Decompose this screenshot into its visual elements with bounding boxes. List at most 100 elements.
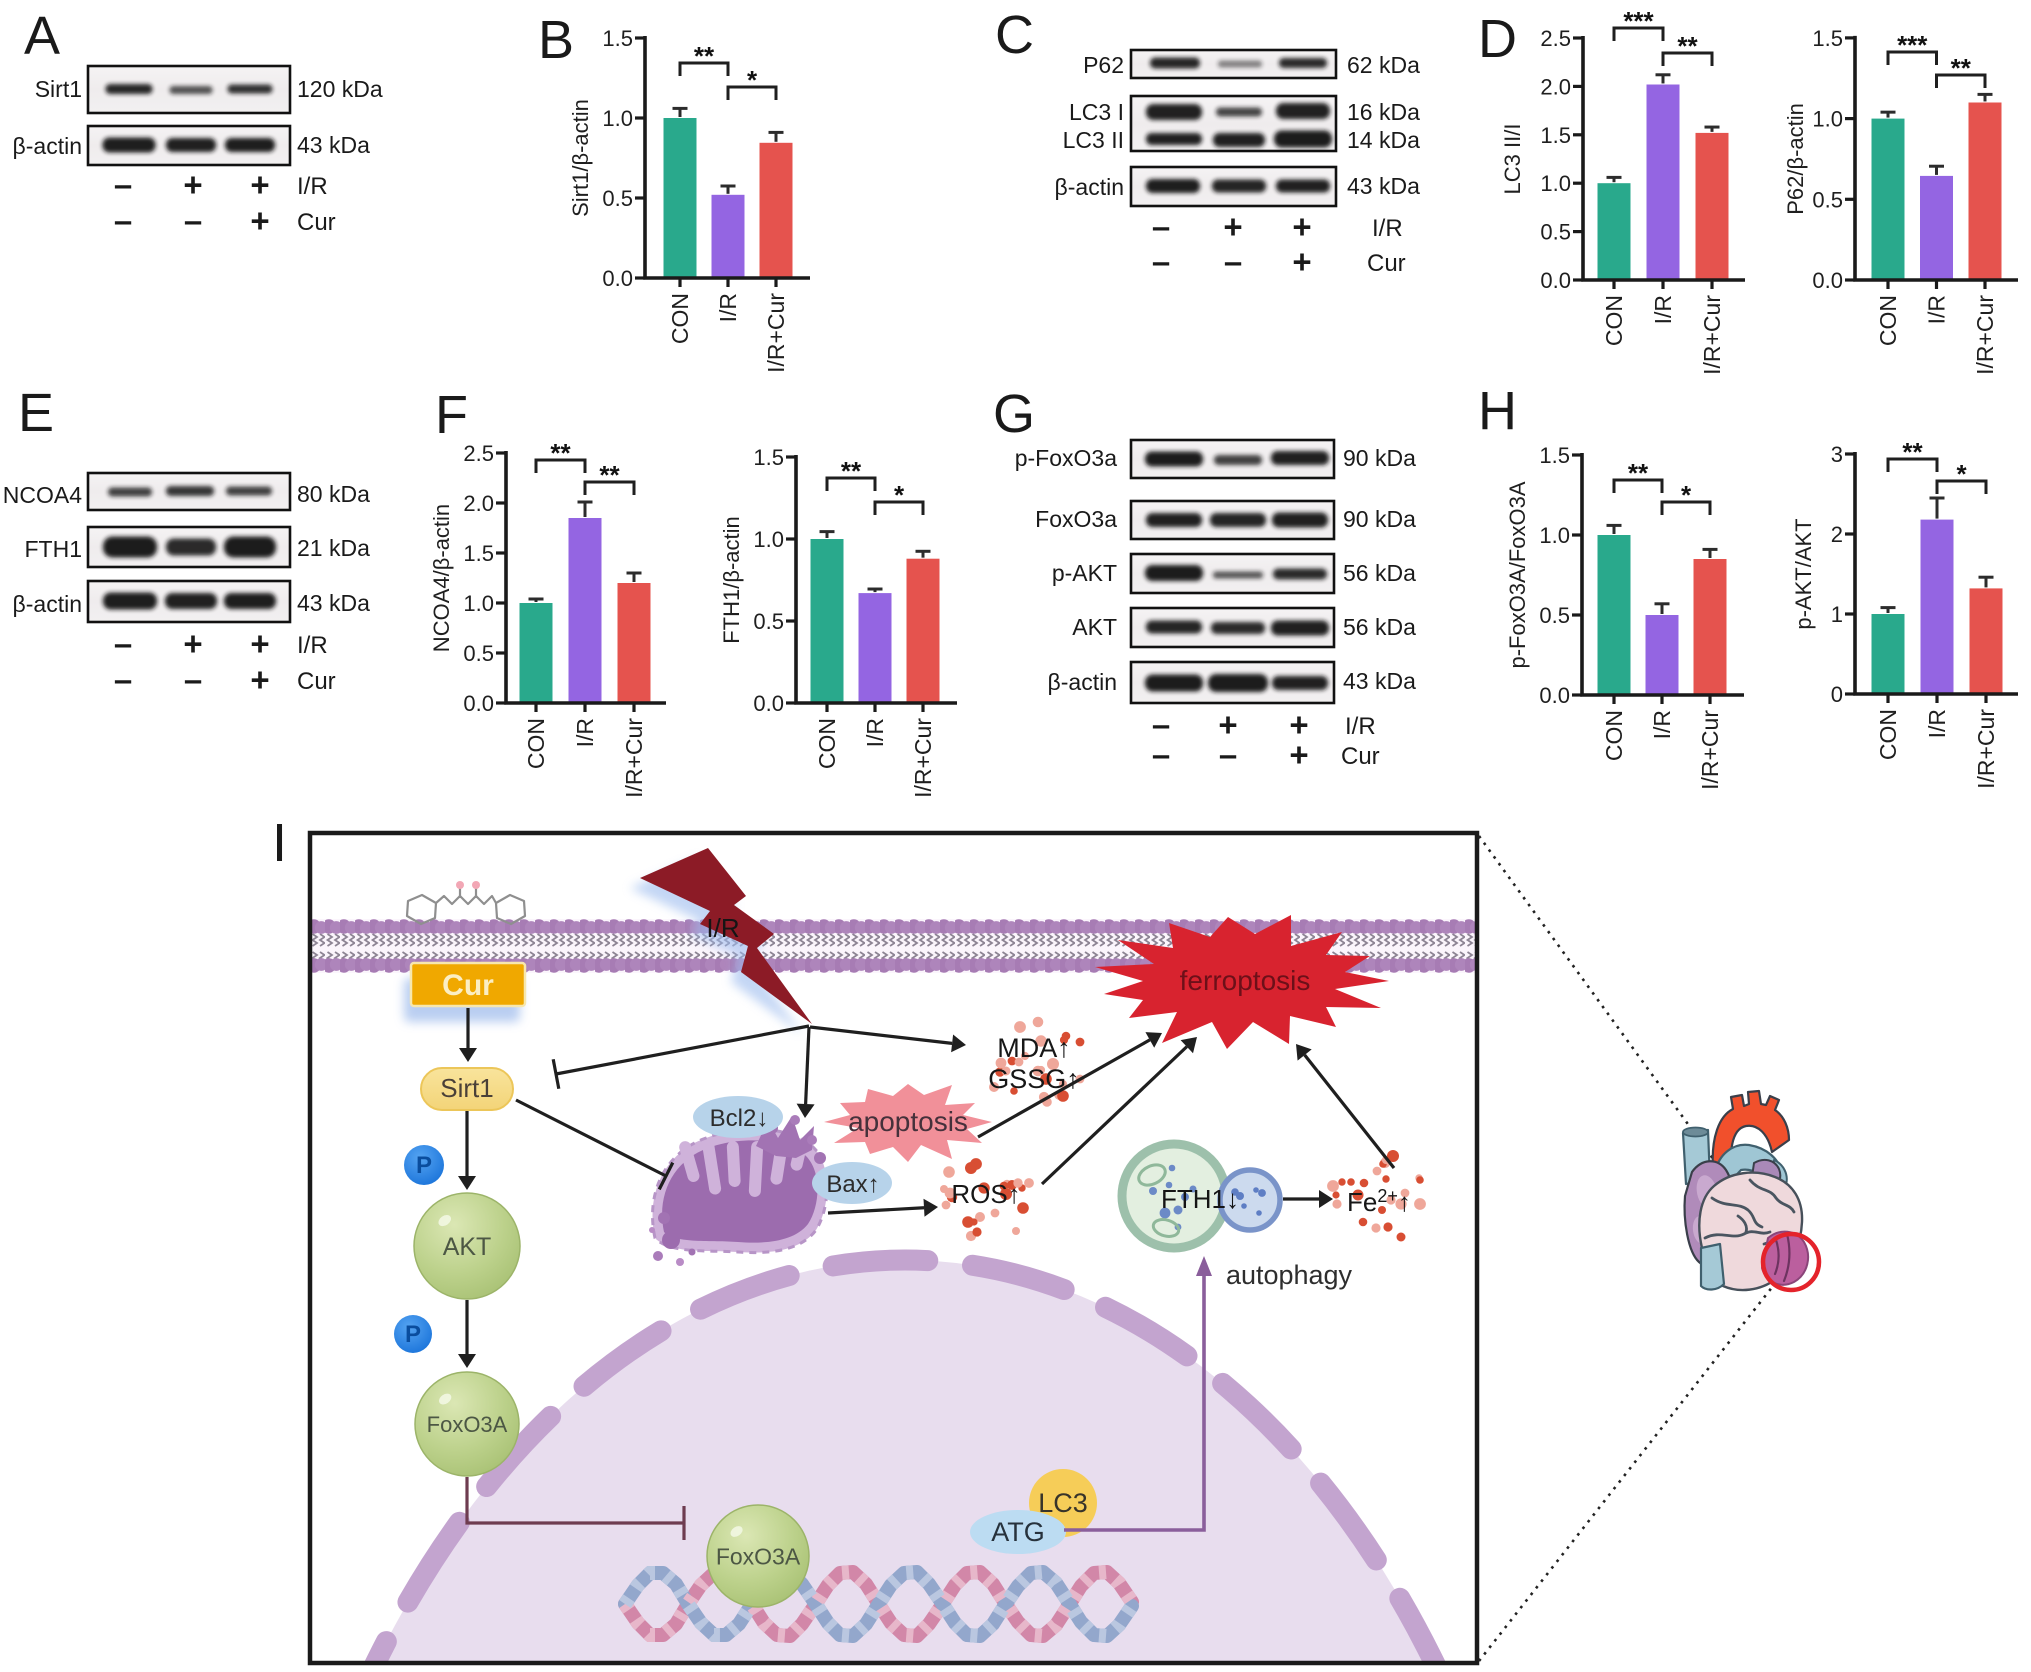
svg-text:I/R: I/R: [1372, 215, 1403, 242]
svg-text:β-actin: β-actin: [13, 591, 82, 617]
svg-text:1.0: 1.0: [753, 527, 784, 552]
svg-text:1.5: 1.5: [1539, 443, 1570, 468]
svg-text:**: **: [841, 456, 862, 486]
svg-text:0.0: 0.0: [1540, 268, 1571, 293]
svg-text:p-AKT: p-AKT: [1052, 560, 1117, 586]
svg-text:**: **: [1677, 31, 1698, 61]
svg-text:D: D: [1478, 9, 1517, 69]
svg-text:AKT: AKT: [443, 1233, 492, 1261]
svg-text:1.5: 1.5: [1812, 26, 1843, 51]
svg-text:2.0: 2.0: [1540, 74, 1571, 99]
svg-text:CON: CON: [814, 718, 840, 769]
svg-text:Cur: Cur: [1341, 743, 1380, 770]
svg-text:G: G: [993, 384, 1035, 444]
svg-text:Sirt1/β-actin: Sirt1/β-actin: [568, 99, 593, 217]
svg-text:*: *: [747, 65, 758, 95]
svg-text:1.5: 1.5: [753, 445, 784, 470]
svg-text:+: +: [250, 661, 269, 698]
svg-text:+: +: [1289, 736, 1308, 773]
svg-text:CON: CON: [523, 718, 549, 769]
svg-text:0.0: 0.0: [463, 691, 494, 716]
svg-text:1: 1: [1831, 602, 1843, 627]
svg-text:NCOA4: NCOA4: [3, 482, 82, 508]
svg-text:I/R: I/R: [297, 632, 328, 659]
svg-text:0.0: 0.0: [1812, 268, 1843, 293]
svg-text:I/R: I/R: [1345, 713, 1376, 740]
svg-text:Bcl2↓: Bcl2↓: [710, 1105, 769, 1132]
svg-text:LC3 II: LC3 II: [1063, 127, 1124, 153]
svg-text:–: –: [1152, 243, 1170, 280]
svg-text:I/R: I/R: [715, 293, 741, 322]
svg-text:43 kDa: 43 kDa: [297, 132, 370, 158]
svg-text:0.5: 0.5: [463, 641, 494, 666]
svg-text:β-actin: β-actin: [1055, 174, 1124, 200]
svg-text:Cur: Cur: [297, 209, 336, 236]
svg-text:I/R: I/R: [1924, 709, 1950, 738]
svg-text:–: –: [1152, 706, 1170, 743]
svg-text:*: *: [1681, 480, 1692, 510]
svg-text:A: A: [24, 6, 60, 66]
svg-text:+: +: [250, 625, 269, 662]
svg-text:56 kDa: 56 kDa: [1343, 560, 1416, 586]
svg-text:LC3 II/I: LC3 II/I: [1500, 124, 1525, 195]
svg-text:Bax↑: Bax↑: [826, 1171, 879, 1198]
svg-text:–: –: [1152, 736, 1170, 773]
svg-text:I: I: [272, 813, 287, 873]
svg-text:1.5: 1.5: [1540, 123, 1571, 148]
svg-text:P62: P62: [1083, 52, 1124, 78]
svg-text:0.5: 0.5: [1812, 187, 1843, 212]
svg-text:CON: CON: [667, 293, 693, 344]
svg-text:MDA↑: MDA↑: [997, 1033, 1071, 1063]
svg-text:GSSG↑: GSSG↑: [988, 1064, 1080, 1094]
svg-text:–: –: [114, 166, 132, 203]
svg-text:–: –: [184, 202, 202, 239]
svg-text:p-AKT/AKT: p-AKT/AKT: [1791, 518, 1816, 629]
svg-text:+: +: [250, 166, 269, 203]
svg-text:1.5: 1.5: [602, 26, 633, 51]
svg-text:I/R+Cur: I/R+Cur: [763, 293, 789, 373]
svg-text:I/R+Cur: I/R+Cur: [910, 718, 936, 798]
svg-text:I/R: I/R: [1650, 295, 1676, 324]
svg-text:FoxO3A: FoxO3A: [427, 1412, 508, 1437]
svg-text:F: F: [435, 385, 468, 445]
svg-text:**: **: [599, 460, 620, 490]
svg-text:0.5: 0.5: [602, 186, 633, 211]
svg-text:2.0: 2.0: [463, 491, 494, 516]
svg-text:2: 2: [1831, 522, 1843, 547]
svg-text:p-FoxO3A/FoxO3A: p-FoxO3A/FoxO3A: [1505, 481, 1530, 668]
svg-text:apoptosis: apoptosis: [848, 1106, 968, 1137]
svg-text:+: +: [1292, 243, 1311, 280]
svg-text:β-actin: β-actin: [1048, 669, 1117, 695]
svg-text:H: H: [1478, 381, 1517, 441]
svg-text:80 kDa: 80 kDa: [297, 481, 370, 507]
svg-text:CON: CON: [1875, 295, 1901, 346]
svg-text:ROS↑: ROS↑: [951, 1179, 1020, 1209]
svg-text:B: B: [538, 10, 574, 70]
svg-text:AKT: AKT: [1072, 614, 1117, 640]
svg-text:***: ***: [1897, 30, 1928, 60]
svg-text:β-actin: β-actin: [13, 133, 82, 159]
svg-text:I/R+Cur: I/R+Cur: [1972, 295, 1998, 375]
svg-text:I/R: I/R: [706, 913, 739, 943]
svg-text:–: –: [1224, 243, 1242, 280]
svg-text:0.0: 0.0: [602, 266, 633, 291]
svg-text:1.0: 1.0: [1812, 107, 1843, 132]
svg-text:**: **: [1951, 53, 1972, 83]
svg-text:C: C: [995, 5, 1034, 65]
svg-text:16 kDa: 16 kDa: [1347, 99, 1420, 125]
svg-text:P62/β-actin: P62/β-actin: [1783, 103, 1808, 215]
svg-text:ATG: ATG: [991, 1517, 1045, 1547]
svg-text:NCOA4/β-actin: NCOA4/β-actin: [429, 504, 454, 652]
svg-text:**: **: [694, 41, 715, 71]
svg-text:+: +: [183, 625, 202, 662]
svg-text:2.5: 2.5: [1540, 26, 1571, 51]
svg-text:56 kDa: 56 kDa: [1343, 614, 1416, 640]
svg-text:***: ***: [1623, 6, 1654, 36]
svg-text:I/R+Cur: I/R+Cur: [1699, 295, 1725, 375]
svg-text:*: *: [1956, 459, 1967, 489]
svg-text:120 kDa: 120 kDa: [297, 76, 383, 102]
svg-text:FTH1/β-actin: FTH1/β-actin: [719, 516, 744, 644]
svg-text:1.0: 1.0: [602, 106, 633, 131]
svg-text:autophagy: autophagy: [1226, 1260, 1353, 1290]
svg-text:I/R: I/R: [1649, 710, 1675, 739]
